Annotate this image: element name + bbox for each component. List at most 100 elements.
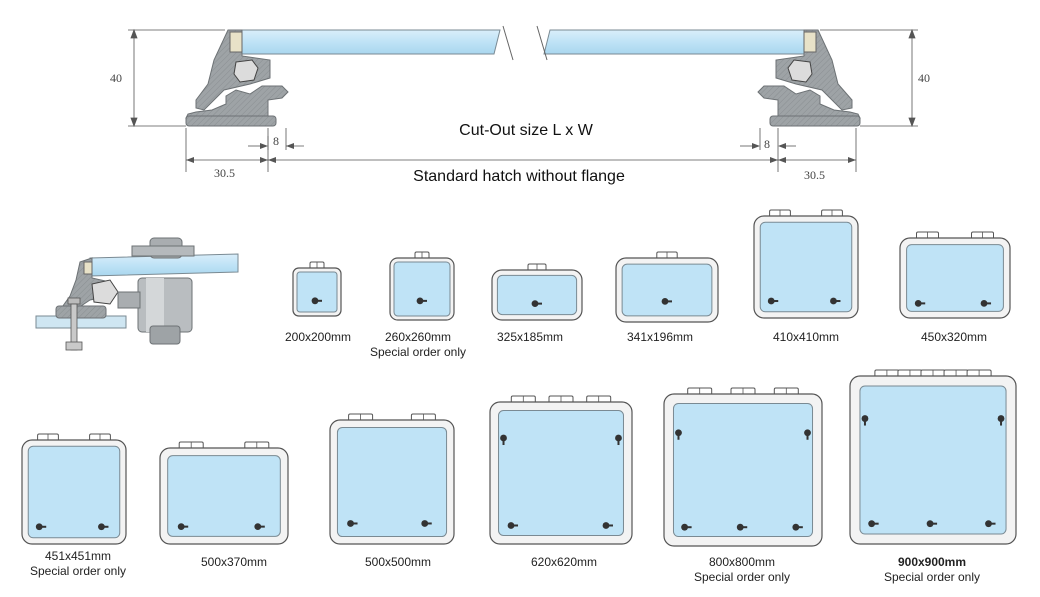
hatch-size: 450x320mm [920,330,988,344]
break-mark-right [536,25,548,61]
profile-caption: Standard hatch without flange [413,168,625,185]
dim-height-right: 40 [918,71,930,85]
hatch-size: 800x800mm [708,555,776,569]
latch-handle [502,438,505,446]
hatch-label-3: 325x185mm [497,330,563,345]
latch-handle [863,418,866,426]
hatch-glass [498,410,624,536]
hatch-label-9: 500x500mm [365,555,431,570]
latch-knob [830,297,837,305]
glass-pane-right [543,29,807,55]
hatch-note: Special order only [883,570,981,584]
hatch-glass [621,263,713,317]
hatch-size: 620x620mm [530,555,598,569]
latch-handle [918,302,926,305]
hatch-size: 260x260mm [384,330,452,344]
base-bar-left [185,115,277,127]
hatch-glass [296,271,338,313]
hatch-label-10: 620x620mm [531,555,597,570]
latch-handle [771,300,779,303]
hatch-size: 325x185mm [496,330,564,344]
latch-handle [257,525,265,528]
latch-handle [511,524,519,527]
latch-handle [740,526,748,529]
hatch-2 [389,251,455,321]
hatch-size: 200x200mm [284,330,352,344]
latch-knob [926,520,934,528]
dim-flange-right: 30.5 [804,168,825,182]
latch-handle [181,525,189,528]
dim-offset-left: 8 [273,134,279,148]
hatch-glass [336,426,448,538]
profile-cross-section [128,25,918,172]
hatch-label-4: 341x196mm [627,330,693,345]
base-flange-right [757,85,861,119]
hatch-glass [759,221,853,313]
hatch-1 [292,261,342,317]
dim-height-left: 40 [110,71,122,85]
hatch-size: 500x370mm [200,555,268,569]
height-dimension-left [128,28,225,128]
hatch-9 [329,413,455,545]
cutout-size-label: Cut-Out size L x W [459,122,593,139]
latch-handle [984,302,992,305]
latch-handle [871,522,879,525]
latch-handle [420,299,427,302]
break-mark-left [502,25,514,61]
height-dimension-right [820,28,918,128]
hatch-size: 500x500mm [364,555,432,569]
hatch-glass [496,274,578,316]
latch-handle [424,522,432,525]
dimension-arrows [186,143,856,163]
hatch-size: 451x451mm [44,549,112,563]
hatch-8 [159,441,289,545]
latch-handle [101,525,109,528]
latch-knob [914,299,922,307]
hatch-11 [663,387,823,547]
frame-profile-left [195,29,271,111]
latch-handle [806,432,809,440]
glass-pane-left [239,29,501,55]
hatch-label-8: 500x370mm [201,555,267,570]
hatch-size: 410x410mm [772,330,840,344]
frame-profile-right [775,29,853,111]
hatch-glass [393,261,451,317]
latch-handle [350,522,358,525]
hatch-glass [906,244,1004,312]
gasket-left [229,31,243,53]
gasket-right [803,31,817,53]
hatch-glass [167,455,281,537]
hatch-5 [753,209,859,319]
hatch-note: Special order only [693,570,791,584]
hatch-label-6: 450x320mm [921,330,987,345]
hatch-glass [27,445,121,539]
latch-handle [988,522,996,525]
hatch-6 [899,231,1011,319]
latch-handle [315,299,322,302]
hatch-10 [489,395,633,545]
base-bar-right [769,115,861,127]
latch-handle [1000,418,1003,426]
latch-knob [35,523,43,531]
hatch-thumbnails [21,209,1017,547]
hatch-12 [849,369,1017,545]
latch-knob [681,523,689,531]
latch-handle [535,302,542,305]
latch-handle [930,522,938,525]
hatch-4 [615,251,719,323]
latch-knob [868,520,876,528]
latch-handle [795,526,803,529]
hatch-note: Special order only [29,564,127,578]
seal-left [233,59,259,83]
latch-handle [833,300,841,303]
width-dimension-lines [185,128,857,172]
hatch-note: Special order only [369,345,467,359]
seal-right [787,59,813,83]
hatch-3 [491,263,583,321]
latch-handle [677,432,680,440]
latch-knob [736,523,744,531]
hatch-glass [672,402,814,538]
